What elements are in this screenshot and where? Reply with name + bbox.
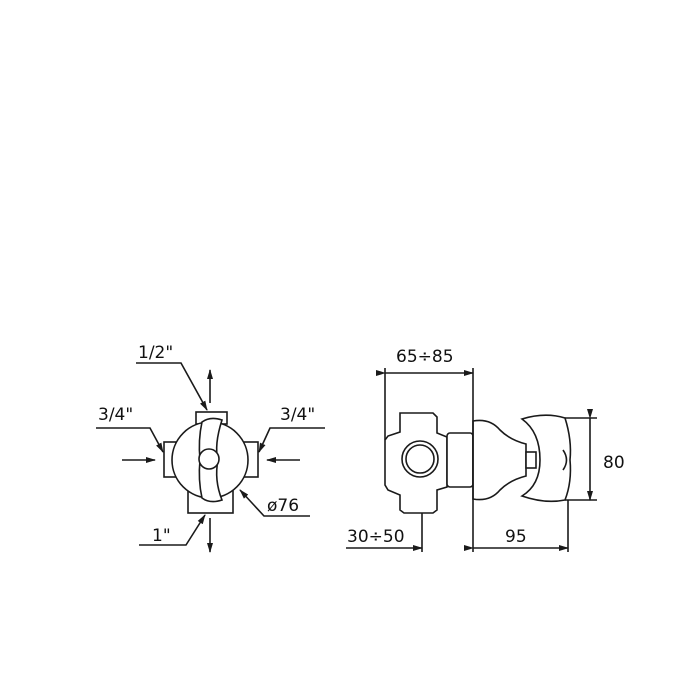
leader-right: [258, 427, 325, 453]
label-top-port: 1/2": [138, 343, 173, 363]
front-view: 1/2" 3/4" 3/4" 1" ø76: [96, 343, 325, 553]
label-diameter: ø76: [267, 496, 299, 516]
label-left-port: 3/4": [98, 405, 133, 425]
leader-left: [96, 427, 164, 453]
escutcheon-cone: [472, 419, 527, 501]
leader-top: [136, 362, 208, 411]
label-recess: 30÷50: [347, 527, 405, 547]
port-inner-ring: [405, 444, 435, 474]
label-right-port: 3/4": [280, 405, 315, 425]
handle-cap: [562, 449, 568, 471]
bonnet-nut: [446, 432, 474, 488]
side-view: 65÷85 80 30÷50 95: [346, 347, 625, 552]
label-wall-depth: 65÷85: [396, 347, 454, 367]
port-outer-ring: [401, 440, 439, 478]
label-projection: 95: [505, 527, 527, 547]
leader-diameter: [239, 489, 310, 517]
label-bottom-port: 1": [152, 526, 171, 546]
label-height: 80: [603, 453, 625, 473]
leader-bottom: [139, 514, 206, 546]
spindle-stem: [525, 451, 537, 469]
spindle-circle: [198, 448, 220, 470]
